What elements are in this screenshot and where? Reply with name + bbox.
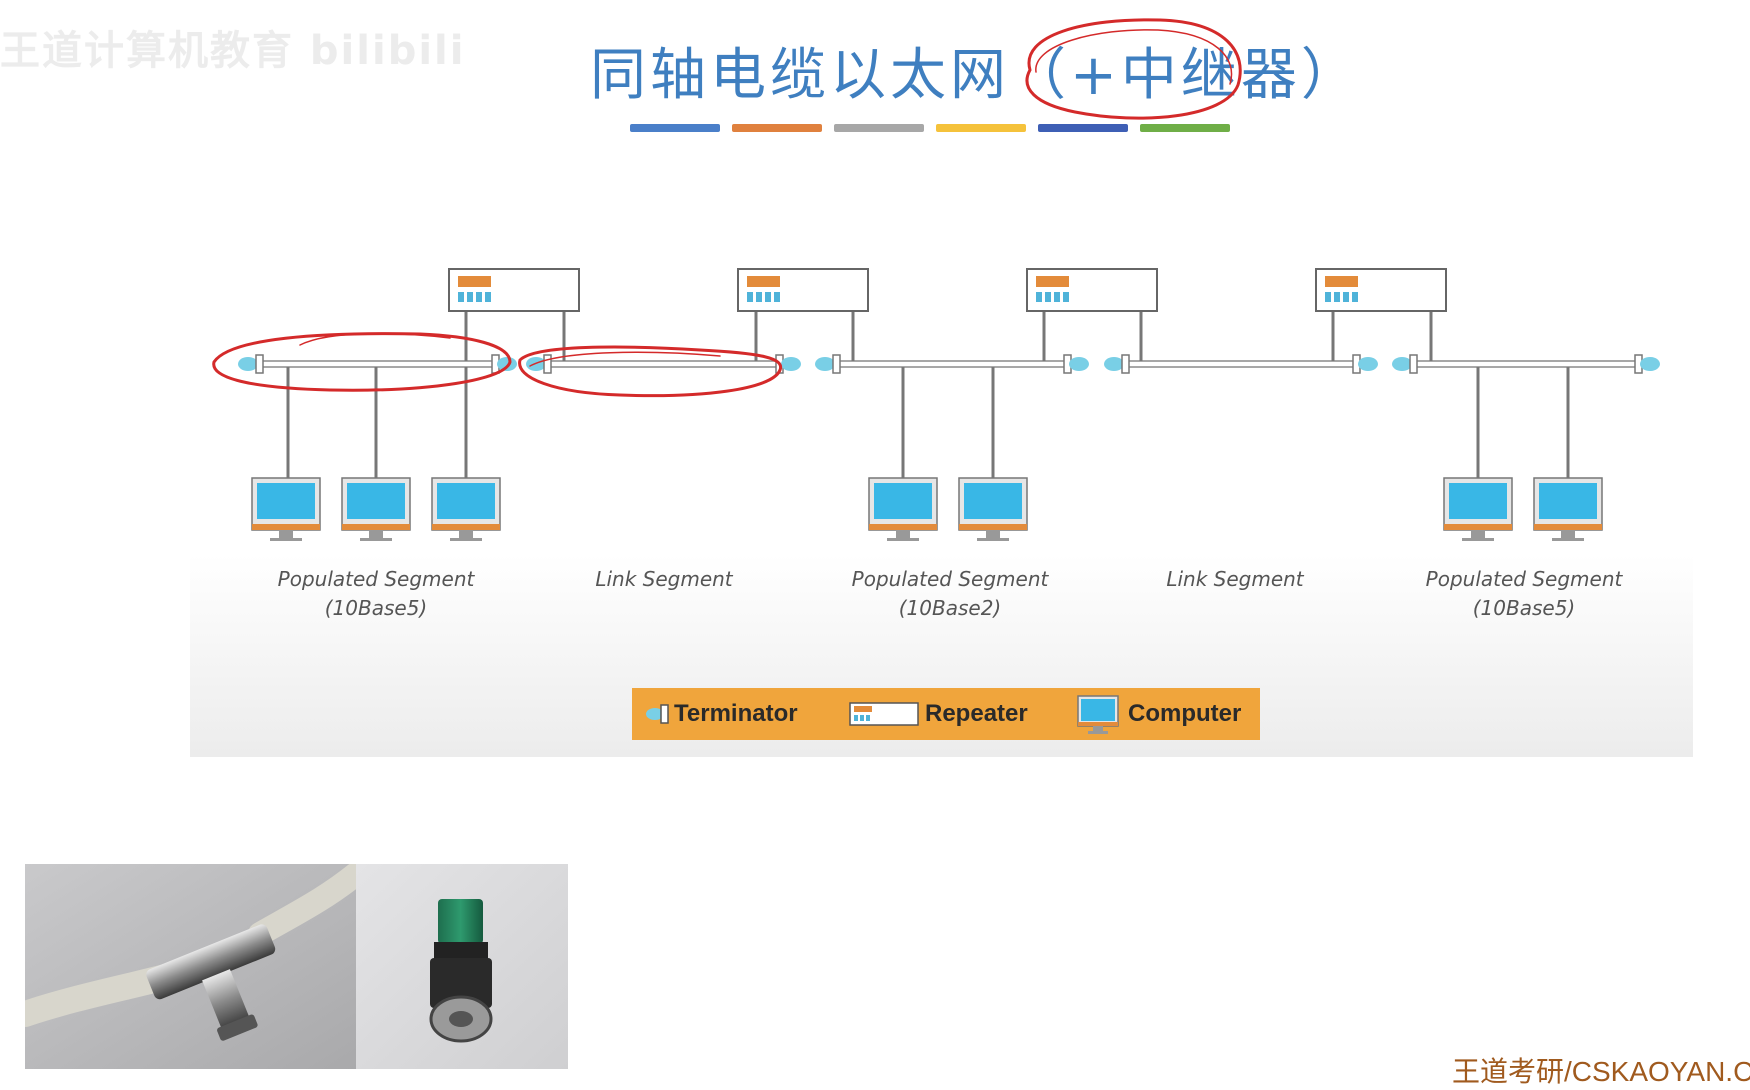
segment-label: Link Segment <box>534 565 794 594</box>
footer-credit: 王道考研/CSKAOYAN.COM <box>1452 1050 1750 1090</box>
segment-label-line1: Link Segment <box>534 565 794 594</box>
annotation-circle-title-inner <box>1036 30 1232 84</box>
computer-icon <box>1444 478 1512 541</box>
computer-icon <box>342 478 410 541</box>
repeater-icon <box>1316 269 1446 311</box>
legend-label-computer: Computer <box>1128 700 1241 728</box>
t-connector-image <box>25 864 356 1069</box>
terminator-icon <box>1104 355 1129 373</box>
legend-item-computer: Computer <box>1076 688 1241 740</box>
repeater-icon <box>449 269 579 311</box>
terminator-icon <box>238 355 263 373</box>
segment-label: Populated Segment (10Base5) <box>246 565 506 623</box>
computer-icon <box>959 478 1027 541</box>
computers <box>252 478 1602 541</box>
segment-label-line2: (10Base2) <box>820 594 1080 623</box>
computer-icon <box>432 478 500 541</box>
terminator-icon <box>526 355 551 373</box>
terminator-icon <box>646 702 674 726</box>
legend-item-terminator: Terminator <box>646 688 798 740</box>
segment-label: Populated Segment (10Base5) <box>1394 565 1654 623</box>
legend: Terminator Repeater Computer <box>632 688 1260 740</box>
computer-links <box>288 367 1568 478</box>
terminator-image <box>356 864 568 1069</box>
segment-label: Populated Segment (10Base2) <box>820 565 1080 623</box>
computer-icon <box>869 478 937 541</box>
computer-icon <box>1076 692 1120 736</box>
photo-t-connector <box>25 864 356 1069</box>
repeater-icon <box>849 702 919 726</box>
segment-label-line1: Populated Segment <box>246 565 506 594</box>
legend-label-repeater: Repeater <box>925 700 1028 728</box>
legend-item-repeater: Repeater <box>849 688 1028 740</box>
segment-label-line1: Populated Segment <box>1394 565 1654 594</box>
computer-icon <box>252 478 320 541</box>
repeater-icon <box>1027 269 1157 311</box>
segment-label: Link Segment <box>1105 565 1365 594</box>
terminator-icon <box>815 355 840 373</box>
terminator-icon <box>1353 355 1378 373</box>
cable-segments <box>255 361 1642 367</box>
segment-label-line2: (10Base5) <box>1394 594 1654 623</box>
red-annotations <box>214 20 1241 396</box>
annotation-oval-segment-2 <box>520 347 781 396</box>
repeater-icon <box>738 269 868 311</box>
computer-icon <box>1534 478 1602 541</box>
terminator-icon <box>1064 355 1089 373</box>
segment-label-line2: (10Base5) <box>246 594 506 623</box>
photo-terminator <box>356 864 568 1069</box>
legend-label-terminator: Terminator <box>674 700 798 728</box>
terminator-icon <box>1392 355 1417 373</box>
terminator-icon <box>1635 355 1660 373</box>
segment-label-line1: Link Segment <box>1105 565 1365 594</box>
segment-label-line1: Populated Segment <box>820 565 1080 594</box>
annotation-circle-title <box>1027 20 1240 118</box>
repeaters <box>449 269 1446 311</box>
